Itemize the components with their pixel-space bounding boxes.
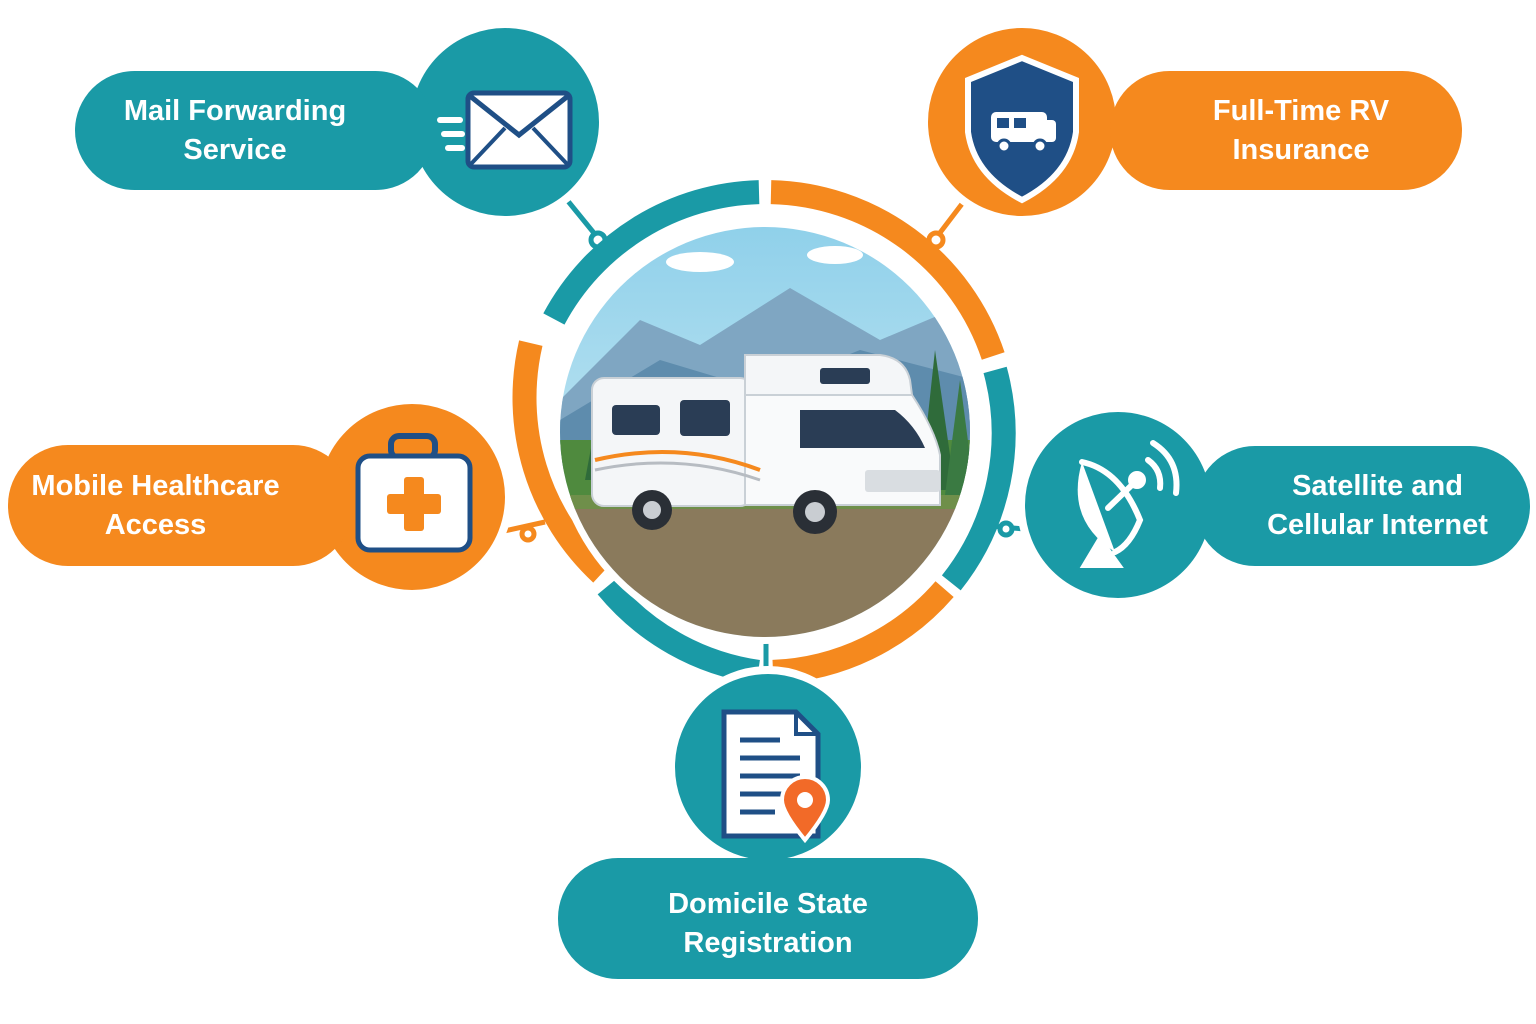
service-pill-mail-forwarding: Mail Forwarding Service xyxy=(75,71,435,190)
health-icon-badge xyxy=(311,396,513,598)
mail-icon-badge xyxy=(403,20,607,224)
internet-icon-badge xyxy=(1017,404,1219,606)
ring-segment-bottom xyxy=(597,579,761,684)
service-pill-mobile-healthcare: Mobile Healthcare Access xyxy=(8,445,353,566)
domicile-icon-badge xyxy=(667,666,869,868)
first-aid-kit-icon xyxy=(355,433,473,553)
ring-segment-top-right xyxy=(770,180,1005,360)
service-label: Mail Forwarding Service xyxy=(123,94,347,166)
ring-segment-left xyxy=(512,340,610,583)
envelope-icon xyxy=(437,90,573,170)
satellite-dish-icon xyxy=(1077,440,1180,568)
ring-segment-bottom-right xyxy=(772,581,954,684)
ring-segment-top-left xyxy=(543,180,760,325)
service-label: Satellite and Cellular Internet xyxy=(1267,470,1488,541)
shield-rv-icon xyxy=(965,54,1079,204)
central-ring xyxy=(512,180,1016,684)
service-pill-rv-insurance: Full-Time RV Insurance xyxy=(1110,71,1462,190)
service-pill-domicile-registration: Domicile State Registration xyxy=(558,858,978,979)
connector-mail xyxy=(561,193,600,240)
service-label: Full-Time RV Insurance xyxy=(1212,94,1390,166)
service-label: Mobile Healthcare Access xyxy=(31,469,280,541)
service-label: Domicile State Registration xyxy=(668,887,868,959)
service-pill-satellite-internet: Satellite and Cellular Internet xyxy=(1195,446,1530,566)
rv-scene-image xyxy=(560,227,970,637)
document-location-icon xyxy=(721,709,831,844)
ring-segment-right xyxy=(941,366,1016,591)
insurance-icon-badge xyxy=(920,20,1124,224)
